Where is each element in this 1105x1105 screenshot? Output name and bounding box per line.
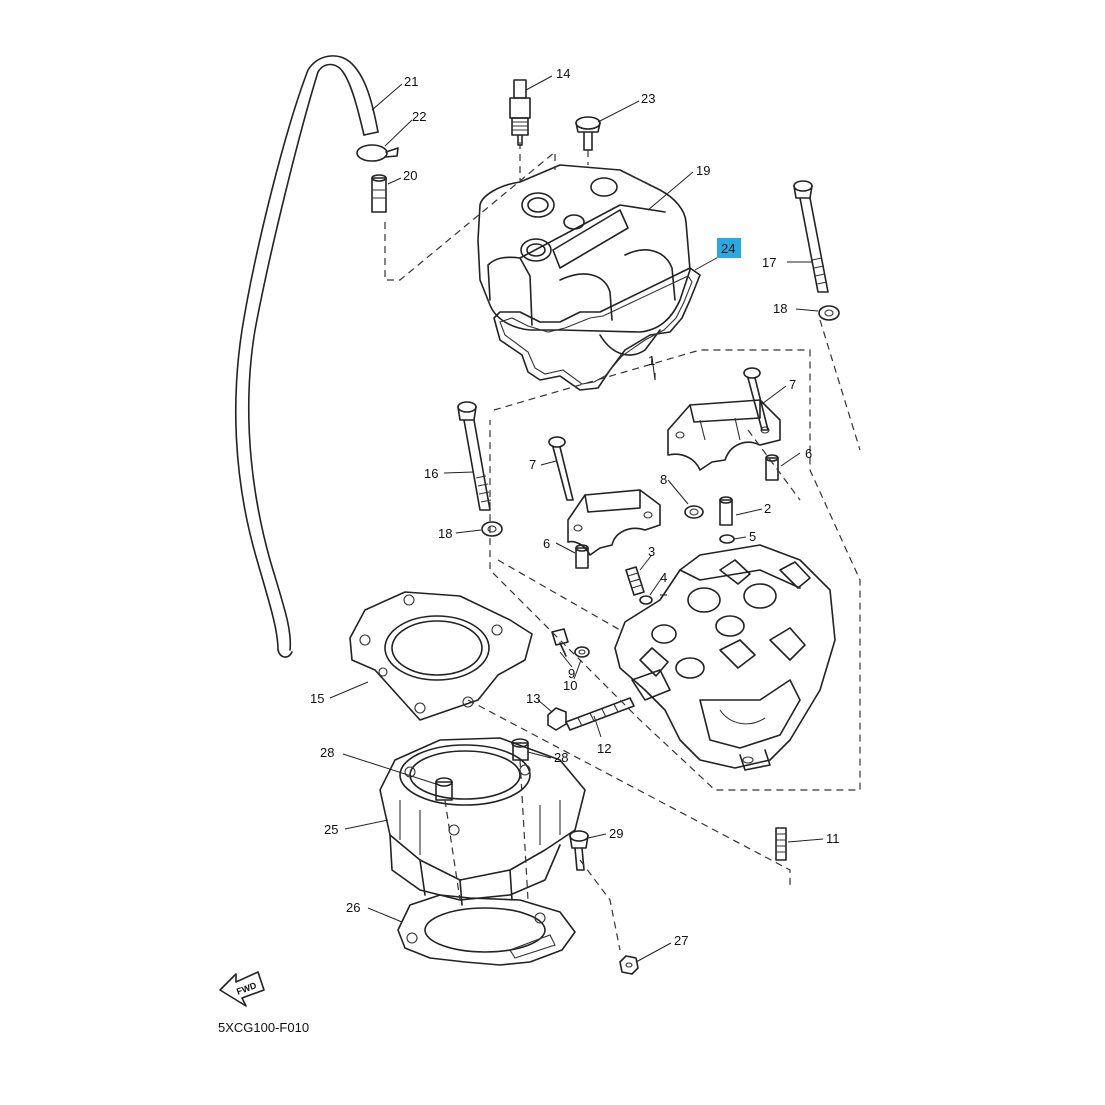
callout-18-bottom: 18 [438,526,452,541]
washer-8[interactable] [684,505,704,519]
dowel-28-left[interactable] [435,777,453,801]
part-5-oring[interactable] [719,534,735,544]
callout-25: 25 [324,822,338,837]
callout-7-rear: 7 [789,377,796,392]
callout-28-right: 28 [554,750,568,765]
callout-21: 21 [404,74,418,89]
part-4-ring[interactable] [639,595,653,605]
diagram-code: 5XCG100-F010 [218,1020,309,1035]
callout-11: 11 [826,831,840,846]
base-gasket[interactable] [397,894,576,966]
callout-29: 29 [609,826,623,841]
callout-4: 4 [660,570,667,585]
callout-28-left: 28 [320,745,334,760]
callout-6-rear: 6 [805,446,812,461]
cylinder-head[interactable] [614,544,836,771]
callout-2: 2 [764,501,771,516]
leader-lines [329,75,824,963]
callout-16: 16 [424,466,438,481]
bolt-29[interactable] [569,830,589,871]
callout-14: 14 [556,66,570,81]
camshaft-cap-rear[interactable] [667,399,781,471]
part-2[interactable] [719,496,733,526]
callout-27: 27 [674,933,688,948]
callout-23: 23 [641,91,655,106]
nut-27[interactable] [619,955,639,975]
callout-15: 15 [310,691,324,706]
stud-11[interactable] [775,827,787,861]
forward-arrow-icon: FWD [219,971,265,1007]
callout-12: 12 [597,741,611,756]
washer-10[interactable] [574,646,590,658]
callout-20: 20 [403,168,417,183]
cap-bolt-7-rear[interactable] [743,367,769,431]
callout-9: 9 [568,666,575,681]
callout-17: 17 [762,255,776,270]
washer-18-top[interactable] [818,305,840,321]
breather-fitting[interactable] [371,174,387,213]
camshaft-cap-front[interactable] [567,489,661,556]
callout-1: 1 [648,353,655,368]
callout-22: 22 [412,109,426,124]
head-gasket[interactable] [349,591,533,721]
washer-18-bottom[interactable] [481,521,503,537]
highlight-24 [717,238,741,258]
stud-bolt-16[interactable] [457,401,492,511]
cover-bolt[interactable] [575,116,601,151]
dowel-6-front[interactable] [575,544,589,569]
stud-bolt-17[interactable] [793,180,829,293]
fwd-label: FWD [235,980,258,997]
callout-3: 3 [648,544,655,559]
callout-26: 26 [346,900,360,915]
cap-bolt-7-front[interactable] [548,436,574,501]
callout-10: 10 [563,678,577,693]
assembly-lines [384,142,861,951]
callout-18-top: 18 [773,301,787,316]
hose-clamp[interactable] [356,144,399,162]
cover-gasket[interactable] [493,267,701,391]
breather-hose[interactable] [234,55,379,658]
stud-12[interactable] [565,697,635,731]
callout-6-front: 6 [543,536,550,551]
callout-5: 5 [749,529,756,544]
cylinder-head-cover[interactable] [477,164,691,356]
dowel-6-rear[interactable] [765,454,779,481]
callout-24: 24 [721,241,735,256]
callouts: 21 22 20 14 23 19 24 17 18 1 7 6 8 2 5 3… [310,66,840,948]
callout-8: 8 [660,472,667,487]
callout-13: 13 [526,691,540,706]
nut-13[interactable] [547,707,567,731]
callout-7-front: 7 [529,457,536,472]
bolt-9[interactable] [551,628,569,657]
spark-plug[interactable] [509,79,531,146]
dowel-28-right[interactable] [511,738,529,761]
callout-19: 19 [696,163,710,178]
part-3[interactable] [625,566,645,596]
